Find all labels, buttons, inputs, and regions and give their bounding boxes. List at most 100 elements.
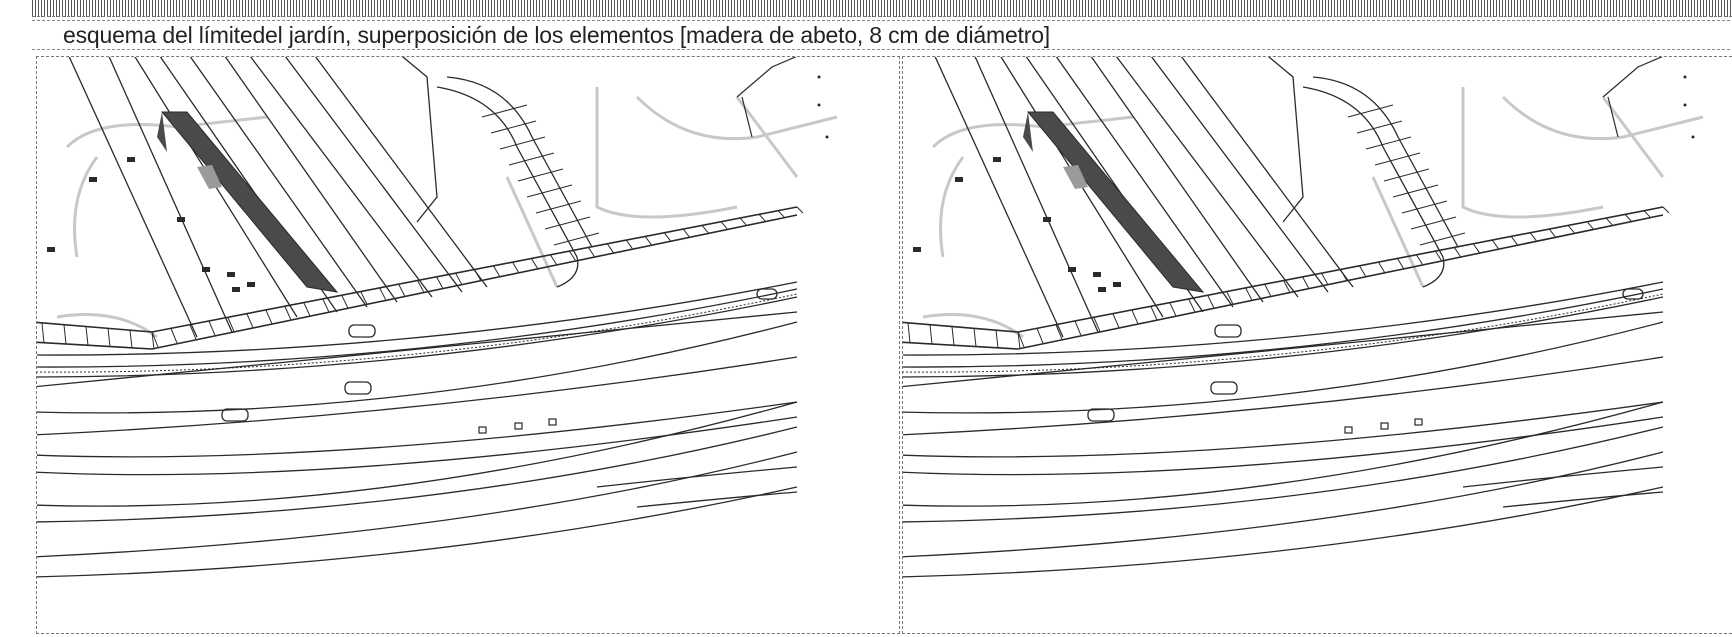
boundary-slat — [303, 302, 311, 316]
tree-marker — [993, 157, 1001, 162]
road-curve — [903, 356, 1664, 436]
boundary-slat — [796, 206, 804, 214]
stair-stringer-left — [436, 86, 579, 288]
plan-drawing-right — [903, 57, 1704, 578]
stair-tread — [508, 152, 555, 166]
boundary-slat — [1017, 331, 1025, 348]
road-curve — [903, 281, 1664, 356]
survey-point — [1691, 135, 1695, 139]
plan-drawing-left — [37, 57, 838, 578]
background-contour — [1371, 176, 1425, 288]
diagram-caption: esquema del límitedel jardín, superposic… — [63, 22, 1050, 48]
boundary-slat — [455, 272, 462, 285]
boundary-slat — [995, 330, 999, 348]
dark-planting-strip — [1026, 111, 1205, 293]
boundary-slat — [1207, 295, 1215, 308]
stair-tread — [517, 168, 564, 182]
boundary-slat — [151, 331, 155, 350]
road-curve — [1462, 466, 1664, 488]
background-contour — [931, 115, 1134, 149]
boundary-slat — [1510, 236, 1518, 245]
boundary-slat — [208, 320, 216, 336]
boundary-slat — [1150, 306, 1158, 320]
embankment-line — [1090, 57, 1264, 303]
boundary-slat — [1359, 265, 1366, 277]
tree-marker — [47, 247, 55, 252]
boundary-slat — [474, 269, 481, 281]
tree-marker — [1043, 217, 1051, 222]
road-curve — [37, 321, 798, 414]
survey-point — [1683, 103, 1687, 107]
boundary-slat — [341, 295, 349, 308]
road-curve — [37, 401, 798, 507]
boundary-slat — [1321, 272, 1328, 285]
stair-tread — [526, 184, 573, 198]
boundary-slat — [322, 298, 330, 312]
background-contour — [505, 176, 559, 288]
boundary-slat — [777, 210, 785, 218]
stair-tread — [1419, 232, 1466, 246]
road-curve — [636, 491, 798, 508]
stair-tread — [481, 104, 528, 118]
tree-marker — [89, 177, 97, 182]
survey-point — [817, 75, 821, 79]
boundary-slat — [1643, 210, 1651, 218]
tree-marker — [247, 282, 255, 287]
parked-car — [1214, 324, 1242, 338]
stair-stringer-right — [446, 76, 593, 248]
boundary-slat — [170, 328, 178, 344]
tree-marker — [1098, 287, 1106, 292]
boundary-rail-outer — [903, 206, 1664, 333]
boundary-slat — [758, 214, 766, 222]
boundary-slat — [1264, 283, 1272, 296]
embankment-line — [974, 57, 1099, 333]
boundary-slat — [379, 287, 387, 300]
embankment-line — [934, 57, 1064, 338]
boundary-slat — [436, 276, 443, 289]
boundary-slat — [720, 221, 728, 230]
embankment-line — [189, 57, 368, 308]
embankment-line — [1180, 57, 1354, 288]
boundary-slat — [1036, 328, 1044, 344]
dark-planting-strip — [160, 111, 339, 293]
boundary-slat — [587, 247, 595, 257]
boundary-slat — [265, 309, 273, 324]
boundary-slat — [1055, 324, 1063, 340]
boundary-slat — [644, 236, 652, 245]
road-curve — [37, 311, 798, 388]
boundary-slat — [1074, 320, 1082, 336]
road-curve — [903, 321, 1664, 414]
stair-tread — [1410, 216, 1457, 230]
boundary-slat — [1283, 280, 1291, 293]
boundary-slat — [568, 250, 576, 261]
dotted-curb — [37, 293, 798, 373]
boundary-slat — [493, 265, 500, 277]
tree-marker — [232, 287, 240, 292]
embankment-line — [284, 57, 463, 293]
boundary-slat — [625, 239, 633, 249]
road-curve — [903, 311, 1664, 388]
road-curve — [903, 416, 1664, 476]
boundary-slat — [512, 261, 519, 273]
road-curve — [37, 401, 798, 458]
top-hatch-band — [32, 0, 1732, 17]
title-frame — [32, 20, 1730, 50]
tree-marker — [177, 217, 185, 222]
stair-tread — [1383, 168, 1430, 182]
background-contour — [65, 115, 268, 149]
boundary-slat — [41, 322, 45, 344]
boundary-slat — [1340, 269, 1347, 281]
embankment-line — [1150, 57, 1329, 293]
background-contour — [735, 96, 799, 178]
tree-marker — [955, 177, 963, 182]
boundary-slat — [227, 317, 235, 332]
road-curve — [596, 466, 798, 488]
parked-car — [1622, 288, 1644, 300]
parked-car — [221, 408, 249, 422]
dark-planting-notch — [1023, 112, 1033, 152]
boundary-slat — [1396, 258, 1404, 269]
road-curve — [37, 296, 798, 378]
boundary-slat — [1434, 250, 1442, 261]
boundary-slat — [63, 324, 67, 345]
tree-marker — [1068, 267, 1076, 272]
